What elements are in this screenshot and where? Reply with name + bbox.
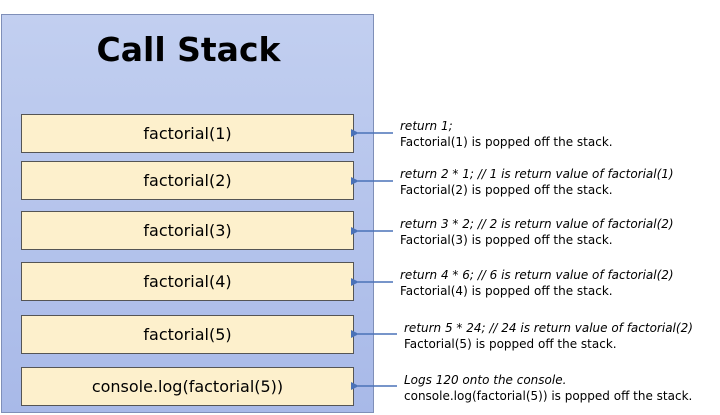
stack-frame-factorial-2: factorial(2) xyxy=(21,161,354,200)
stack-frame-console-log: console.log(factorial(5)) xyxy=(21,367,354,406)
return-statement: return 3 * 2; // 2 is return value of fa… xyxy=(400,217,674,231)
note-frame-5: return 5 * 24; // 24 is return value of … xyxy=(404,320,693,352)
note-frame-6: Logs 120 onto the console. console.log(f… xyxy=(404,372,692,404)
note-frame-1: return 1; Factorial(1) is popped off the… xyxy=(400,118,613,150)
pop-description: Factorial(1) is popped off the stack. xyxy=(400,135,613,149)
call-stack-title: Call Stack xyxy=(96,30,281,69)
note-frame-4: return 4 * 6; // 6 is return value of fa… xyxy=(400,267,674,299)
stack-frame-factorial-5: factorial(5) xyxy=(21,315,354,354)
return-statement: return 5 * 24; // 24 is return value of … xyxy=(404,321,693,335)
log-statement: Logs 120 onto the console. xyxy=(404,373,567,387)
pop-description: console.log(factorial(5)) is popped off … xyxy=(404,389,693,403)
note-frame-2: return 2 * 1; // 1 is return value of fa… xyxy=(400,166,674,198)
return-statement: return 1; xyxy=(400,119,453,133)
stack-frame-factorial-1: factorial(1) xyxy=(21,114,354,153)
return-statement: return 2 * 1; // 1 is return value of fa… xyxy=(400,167,674,181)
stack-frame-factorial-4: factorial(4) xyxy=(21,262,354,301)
return-statement: return 4 * 6; // 6 is return value of fa… xyxy=(400,268,674,282)
pop-description: Factorial(4) is popped off the stack. xyxy=(400,284,613,298)
note-frame-3: return 3 * 2; // 2 is return value of fa… xyxy=(400,216,674,248)
pop-description: Factorial(5) is popped off the stack. xyxy=(404,337,617,351)
pop-description: Factorial(2) is popped off the stack. xyxy=(400,183,613,197)
pop-description: Factorial(3) is popped off the stack. xyxy=(400,233,613,247)
